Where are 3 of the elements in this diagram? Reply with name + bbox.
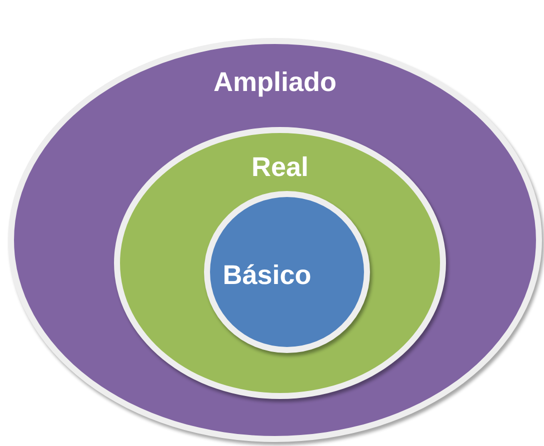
layer-label: Básico: [222, 259, 312, 291]
layer-label: Ampliado: [214, 66, 336, 98]
layer-label: Real: [251, 151, 309, 183]
